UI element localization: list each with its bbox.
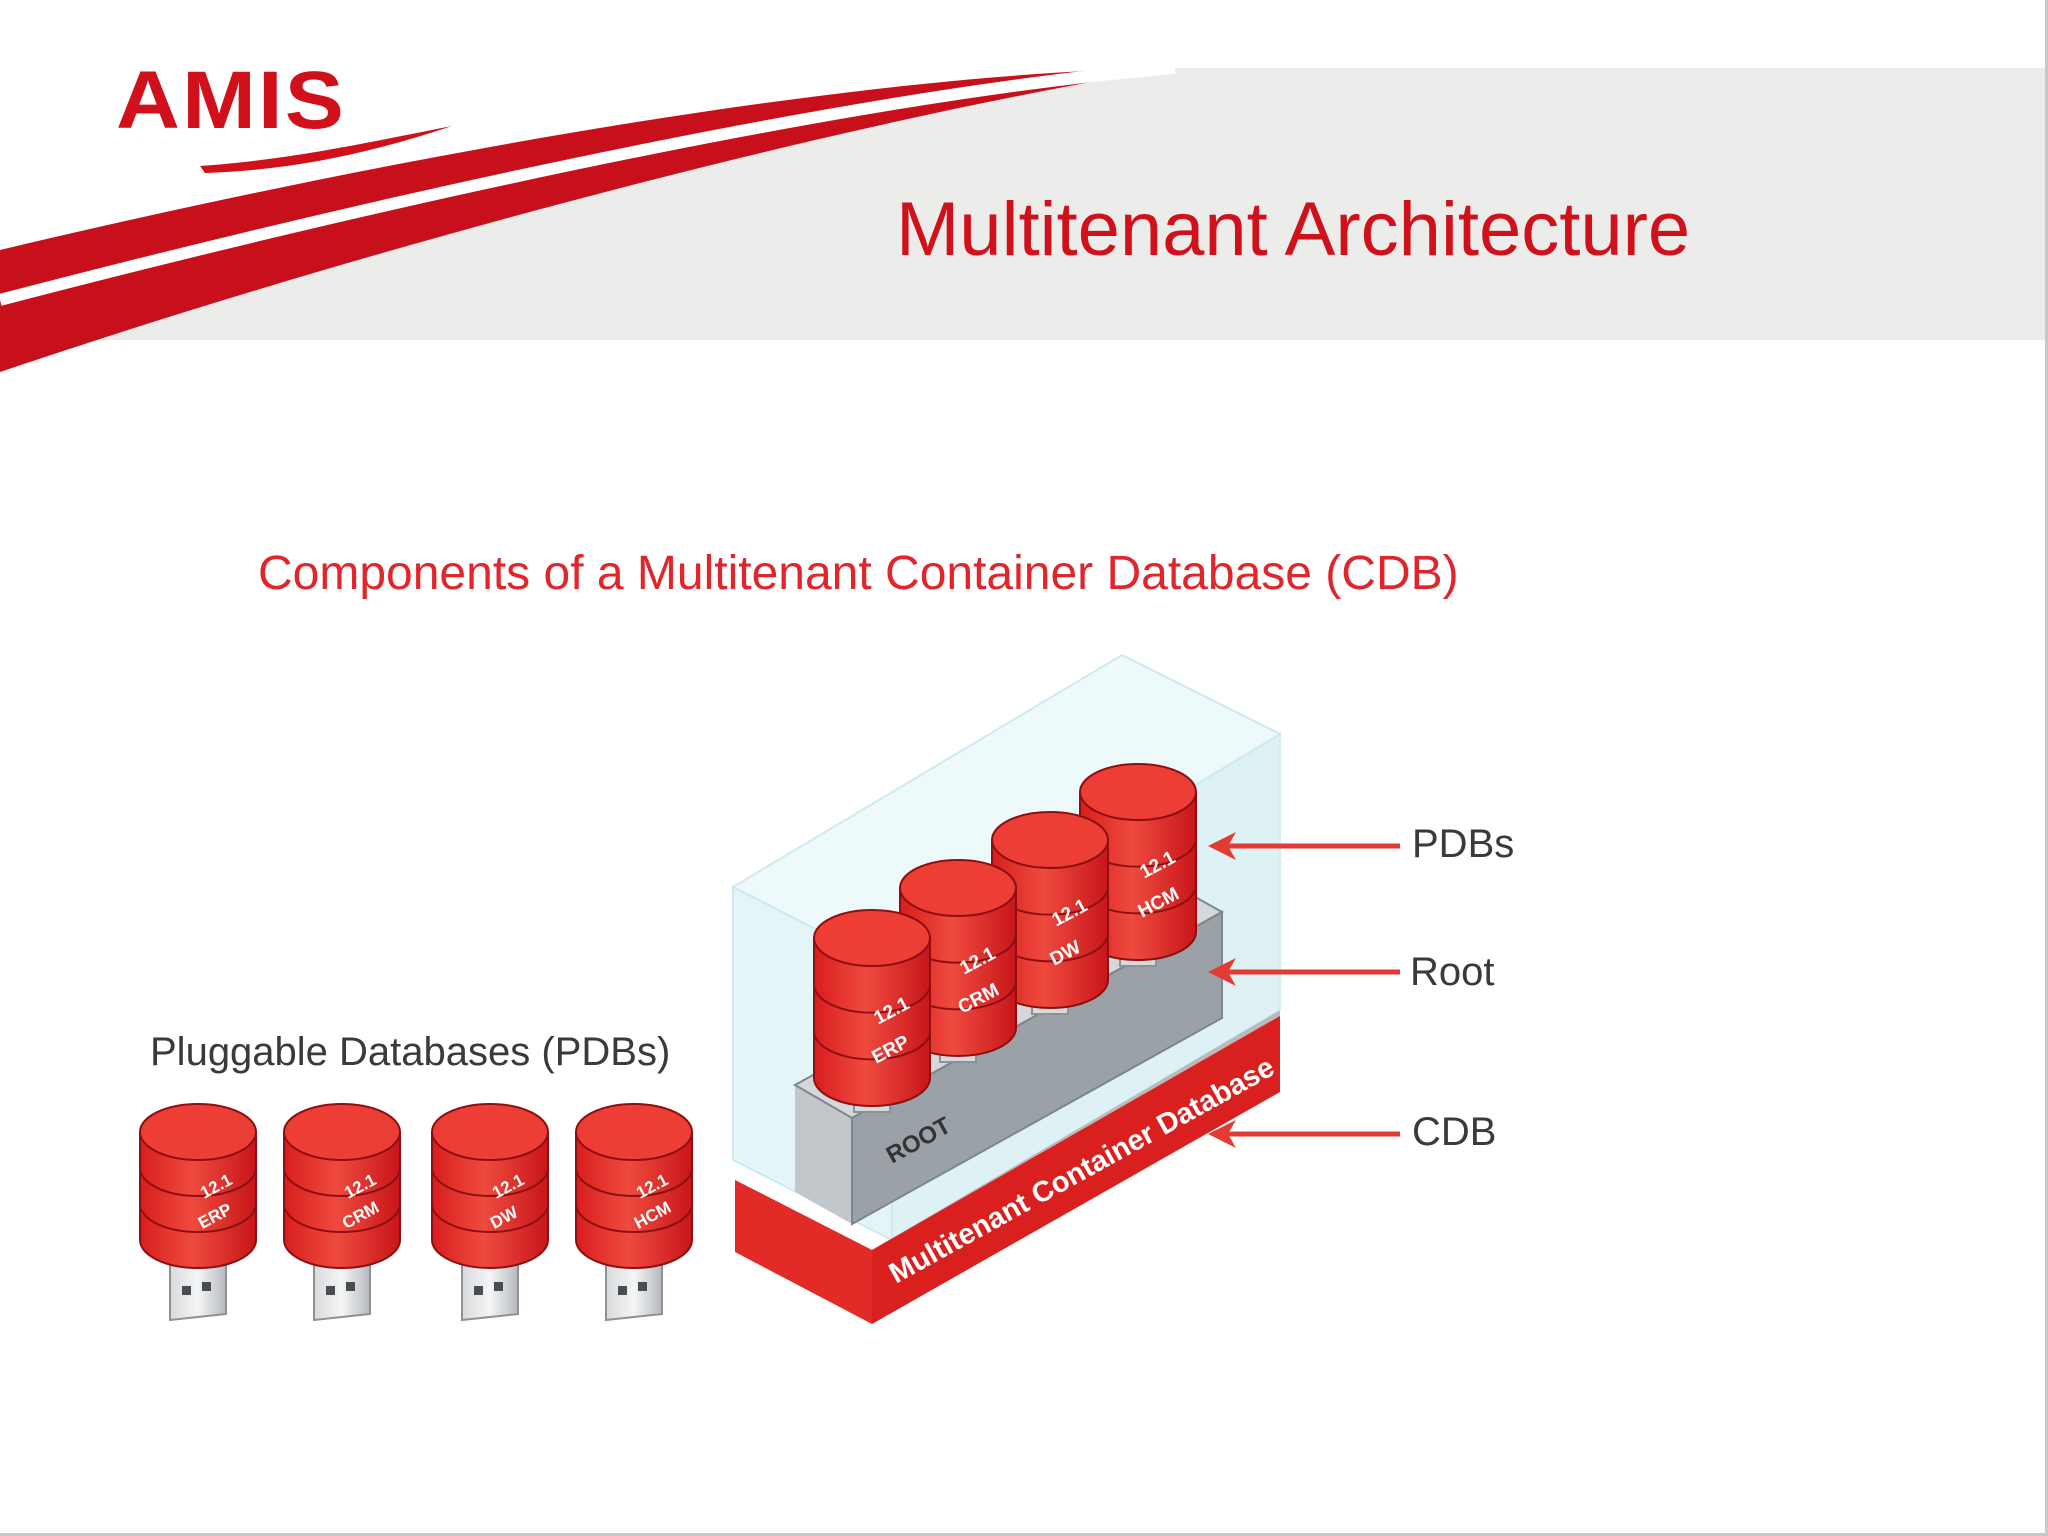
cylinder-top — [431, 1103, 549, 1161]
cdb-slab — [735, 1010, 1280, 1324]
pdbs-arrowhead — [1208, 832, 1236, 860]
cylinder-top — [283, 1103, 401, 1161]
cylinder-band — [283, 1167, 401, 1197]
cylinder-band — [575, 1167, 693, 1197]
cylinder-band — [139, 1203, 257, 1233]
usb-pin-icon — [474, 1286, 483, 1295]
pdb-heading: Pluggable Databases (PDBs) — [150, 1030, 671, 1074]
usb-pin-icon — [202, 1282, 211, 1291]
cylinder-top — [139, 1103, 257, 1161]
usb-pin-icon — [182, 1286, 191, 1295]
root-arrowhead — [1208, 958, 1236, 986]
cdb-arrowhead — [1208, 1120, 1236, 1148]
cylinder-band — [575, 1203, 693, 1233]
frame-right-edge — [2045, 0, 2048, 1536]
cylinder-band — [283, 1203, 401, 1233]
header-swoosh — [0, 62, 2048, 372]
usb-connector-icon — [605, 1261, 663, 1322]
usb-pin-icon — [618, 1286, 627, 1295]
cylinder-body — [575, 1131, 693, 1269]
cylinder-body — [283, 1131, 401, 1269]
callout-root: Root — [1410, 950, 1495, 994]
slide-title: Multitenant Architecture — [896, 187, 1691, 272]
usb-pin-icon — [326, 1286, 335, 1295]
cylinder-band — [431, 1167, 549, 1197]
callout-arrows — [1208, 832, 1400, 1148]
usb-connector-icon — [313, 1261, 371, 1322]
pdb-cylinder-dw: 12.1DW — [431, 1103, 549, 1322]
diagram-title: Components of a Multitenant Container Da… — [258, 547, 1459, 600]
cylinder-top — [575, 1103, 693, 1161]
cylinder-band — [139, 1167, 257, 1197]
cylinder-band — [813, 1031, 931, 1061]
cylinder-top — [899, 859, 1017, 917]
cylinder-top — [813, 909, 931, 967]
cylinder-band — [813, 984, 931, 1014]
usb-pin-icon — [638, 1282, 647, 1291]
cylinder-body — [139, 1131, 257, 1269]
callout-cdb: CDB — [1412, 1110, 1497, 1154]
cylinder-band — [431, 1203, 549, 1233]
cylinder-top — [991, 811, 1109, 869]
frame-bottom-edge — [0, 1533, 2048, 1536]
cylinder-top — [1079, 763, 1197, 821]
pdb-cylinder-dw: 12.1DW — [991, 811, 1109, 1009]
usb-pin-icon — [346, 1282, 355, 1291]
cylinder-body — [431, 1131, 549, 1269]
usb-connector-icon — [461, 1261, 519, 1322]
usb-connector-icon — [169, 1261, 227, 1322]
callout-pdbs: PDBs — [1412, 822, 1515, 866]
cylinder-body — [813, 937, 931, 1107]
usb-pin-icon — [494, 1282, 503, 1291]
